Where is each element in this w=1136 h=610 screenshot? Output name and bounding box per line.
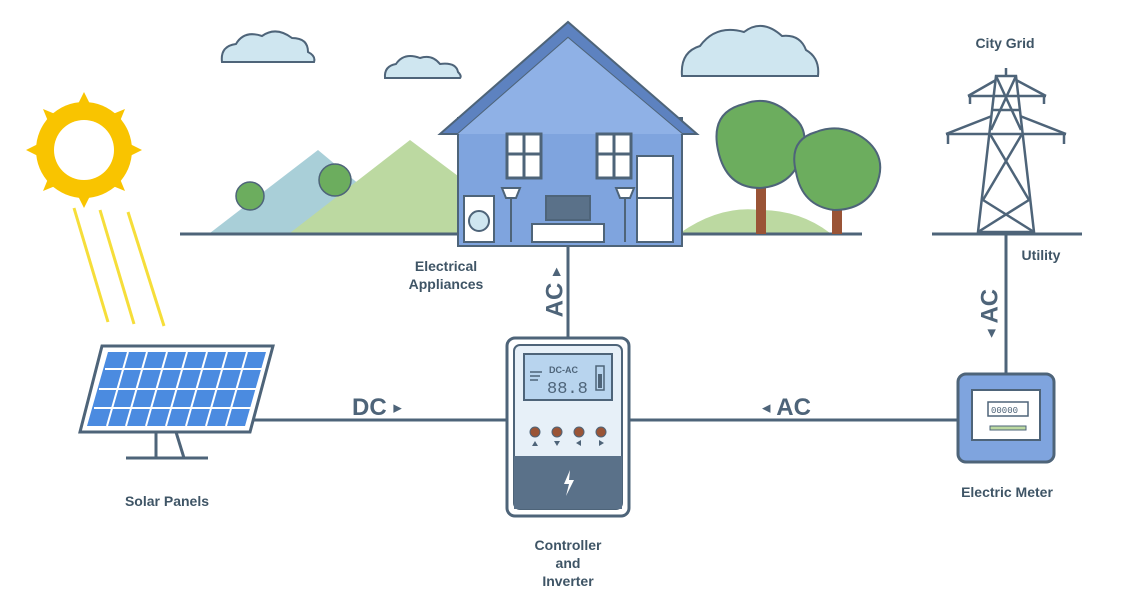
solar-panel	[78, 344, 275, 460]
ac-meter-flow-text: AC	[776, 394, 811, 421]
ac-meter-flow-label: ◀ AC	[762, 395, 811, 422]
house	[437, 20, 700, 247]
hills	[210, 140, 830, 233]
controller-mode-text: DC-AC	[549, 365, 578, 375]
tree-2	[793, 127, 882, 234]
sun-rays	[72, 207, 166, 327]
dc-flow-text: DC	[352, 394, 387, 421]
tree-1	[715, 100, 806, 234]
city-grid-label: City Grid	[975, 35, 1035, 51]
controller-digits-text: 88.8	[547, 380, 588, 399]
arrow-down-icon: ◀	[985, 329, 998, 338]
lightning-icon	[564, 470, 574, 496]
dc-flow-label: DC ▶	[352, 395, 402, 422]
meter-digits-text: 00000	[991, 406, 1018, 416]
ac-house-flow-text: AC	[541, 282, 569, 318]
solar-panels-label: Solar Panels	[124, 493, 210, 509]
cloud-2	[383, 55, 462, 79]
controller-inverter-label: Controller and Inverter	[534, 537, 602, 589]
electric-meter-label: Electric Meter	[961, 484, 1053, 500]
ac-house-flow-label: AC ▶	[541, 267, 570, 318]
cloud-1	[220, 30, 316, 63]
arrow-left-icon: ◀	[762, 402, 771, 415]
utility-label: Utility	[1021, 247, 1061, 263]
sun-icon	[26, 92, 142, 208]
cloud-3	[680, 25, 820, 77]
electrical-appliances-label: Electrical Appliances	[408, 258, 484, 292]
connection-lines	[254, 234, 1008, 422]
electric-meter: 00000	[956, 372, 1056, 464]
power-tower-icon	[945, 68, 1067, 234]
ac-grid-flow-label: ◀ AC	[976, 288, 1005, 338]
arrow-right-icon: ▶	[393, 402, 402, 415]
ac-grid-flow-text: AC	[976, 288, 1004, 324]
controller-inverter: DC-AC 88.8	[505, 336, 631, 518]
arrow-up-icon: ▶	[550, 267, 563, 276]
